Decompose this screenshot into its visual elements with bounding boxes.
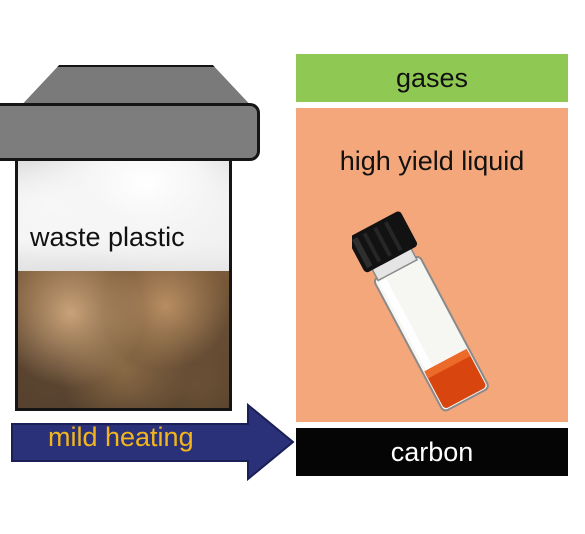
carbon-label: carbon [390, 436, 474, 467]
plastic-powder [18, 161, 229, 271]
reactor-vessel [15, 161, 232, 411]
melted-plastic [18, 271, 229, 408]
arrow-shape [11, 403, 295, 481]
high-yield-liquid-label: high yield liquid [339, 146, 525, 176]
heating-arrow [11, 403, 295, 481]
gases-box: gases [296, 54, 568, 102]
vial-icon [352, 211, 489, 412]
mild-heating-label: mild heating [48, 422, 194, 452]
waste-plastic-label: waste plastic [30, 222, 185, 252]
carbon-box: carbon [296, 428, 568, 476]
gases-label: gases [395, 62, 469, 93]
reactor-lid-bar [0, 103, 260, 161]
